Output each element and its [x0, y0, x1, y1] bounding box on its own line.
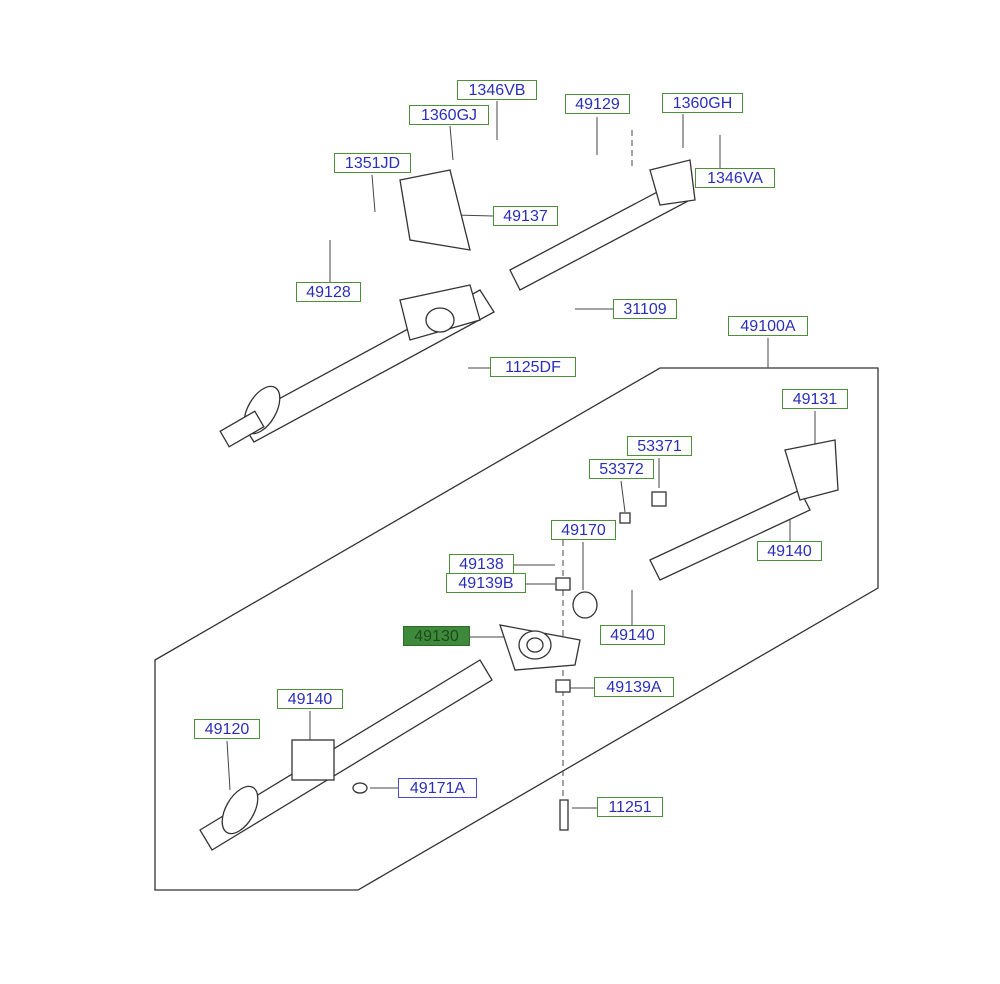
part-label-49139a[interactable]: 49139A [594, 677, 674, 697]
part-label-49140[interactable]: 49140 [757, 541, 822, 561]
part-label-49128[interactable]: 49128 [296, 282, 361, 302]
part-label-49137[interactable]: 49137 [493, 206, 558, 226]
part-label-49130[interactable]: 49130 [403, 626, 470, 646]
part-label-49171a[interactable]: 49171A [398, 778, 477, 798]
part-label-49100a[interactable]: 49100A [728, 316, 808, 336]
part-label-49139b[interactable]: 49139B [446, 573, 526, 593]
part-label-49131[interactable]: 49131 [782, 389, 848, 409]
part-label-11251[interactable]: 11251 [597, 797, 663, 817]
part-label-49129[interactable]: 49129 [565, 94, 630, 114]
part-label-49140[interactable]: 49140 [277, 689, 343, 709]
part-label-1346vb[interactable]: 1346VB [457, 80, 537, 100]
part-label-49140[interactable]: 49140 [600, 625, 665, 645]
part-label-1360gj[interactable]: 1360GJ [409, 105, 489, 125]
part-label-1360gh[interactable]: 1360GH [662, 93, 743, 113]
part-label-31109[interactable]: 31109 [613, 299, 677, 319]
part-label-49120[interactable]: 49120 [194, 719, 260, 739]
part-label-1125df[interactable]: 1125DF [490, 357, 576, 377]
part-label-49170[interactable]: 49170 [551, 520, 616, 540]
part-label-49138[interactable]: 49138 [449, 554, 514, 574]
upper-propeller-shaft [219, 159, 696, 448]
part-label-1351jd[interactable]: 1351JD [334, 153, 411, 173]
part-label-1346va[interactable]: 1346VA [695, 168, 775, 188]
assembly-boundary [154, 367, 879, 891]
part-label-53371[interactable]: 53371 [627, 436, 692, 456]
lower-propeller-shaft [199, 439, 839, 851]
part-label-53372[interactable]: 53372 [589, 459, 654, 479]
